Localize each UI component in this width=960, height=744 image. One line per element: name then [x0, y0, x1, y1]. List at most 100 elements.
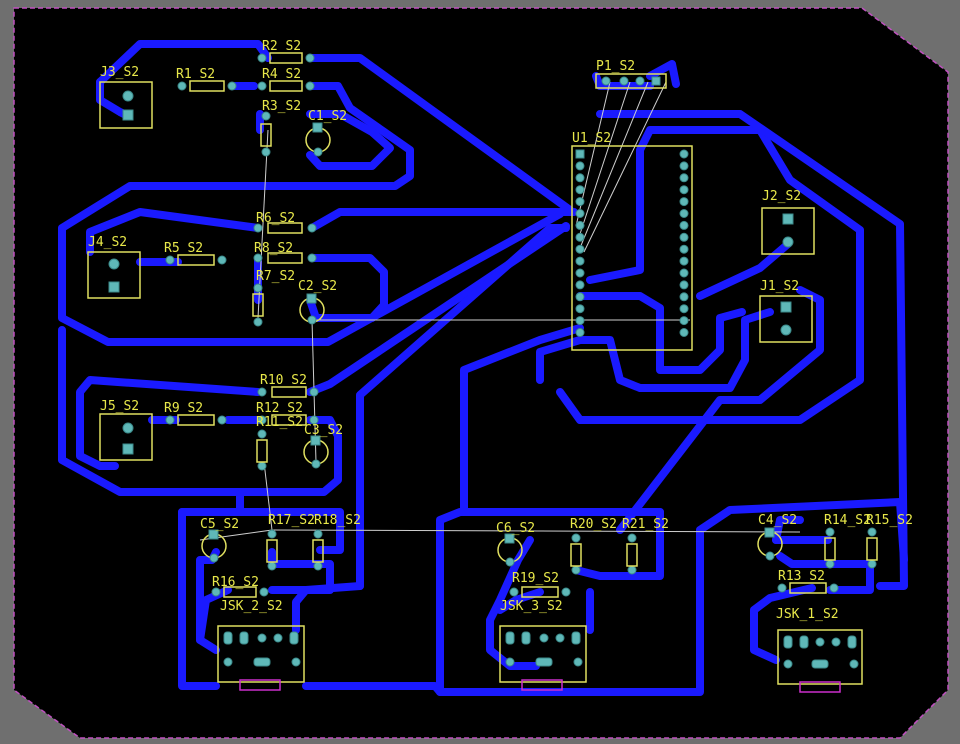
label-r8: R8_S2 [254, 241, 293, 256]
label-c2: C2_S2 [298, 279, 337, 294]
u1-pin [575, 328, 585, 337]
label-c1: C1_S2 [308, 109, 347, 124]
label-r15: R15_S2 [866, 513, 913, 528]
u1-pin [679, 173, 689, 183]
resistor-r10[interactable]: R10_S2 [257, 373, 319, 398]
label-j3: J3_S2 [100, 65, 139, 80]
u1-pin [679, 220, 689, 230]
label-c4: C4_S2 [758, 513, 797, 528]
label-c6: C6_S2 [496, 521, 535, 536]
label-r20: R20_S2 [570, 517, 617, 532]
label-r11: R11_S2 [256, 415, 303, 430]
resistor-r19[interactable]: R19_S2 [509, 571, 571, 598]
connector-jsk2[interactable]: JSK_2_S2 [217, 599, 305, 691]
resistor-r3[interactable]: R3_S2 [260, 99, 301, 157]
component-j2[interactable]: J2_S2 [761, 189, 815, 255]
u1-pin [575, 232, 585, 242]
label-r9: R9_S2 [164, 401, 203, 416]
resistor-r2[interactable]: R2_S2 [257, 39, 315, 64]
board-outline [13, 7, 949, 739]
resistor-r13[interactable]: R13_S2 [777, 569, 839, 594]
label-r18: R18_S2 [314, 513, 361, 528]
u1-pin [575, 256, 585, 266]
resistor-r15[interactable]: R15_S2 [866, 513, 913, 569]
label-r14: R14_S2 [824, 513, 871, 528]
resistor-r1[interactable]: R1_S2 [176, 67, 237, 92]
label-r12: R12_S2 [256, 401, 303, 416]
label-u1: U1_S2 [572, 131, 611, 146]
resistor-r5[interactable]: R5_S2 [164, 241, 227, 266]
component-p1[interactable]: P1_S2 [595, 59, 667, 89]
label-r6: R6_S2 [256, 211, 295, 226]
label-r21: R21_S2 [622, 517, 669, 532]
connector-jsk3[interactable]: JSK_3_S2 [499, 599, 587, 691]
u1-pin [679, 328, 689, 337]
resistor-r20[interactable]: R20_S2 [570, 517, 617, 575]
resistor-r4[interactable]: R4_S2 [257, 67, 315, 92]
resistor-r18[interactable]: R18_S2 [312, 513, 361, 571]
capacitor-c3[interactable]: C3_S2 [303, 423, 343, 469]
capacitor-c6[interactable]: C6_S2 [496, 521, 535, 567]
label-p1: P1_S2 [596, 59, 635, 74]
u1-pin [575, 209, 585, 218]
component-j1[interactable]: J1_S2 [759, 279, 813, 343]
label-r1: R1_S2 [176, 67, 215, 82]
connector-jsk1[interactable]: JSK_1_S2 [776, 607, 863, 693]
label-r13: R13_S2 [778, 569, 825, 584]
label-r4: R4_S2 [262, 67, 301, 82]
component-j4[interactable]: J4_S2 [87, 235, 141, 299]
resistor-r7[interactable]: R7_S2 [252, 269, 295, 327]
capacitor-c2[interactable]: C2_S2 [298, 279, 337, 325]
u1-pin [679, 149, 689, 159]
resistor-r11[interactable]: R11_S2 [256, 415, 303, 471]
label-j2: J2_S2 [762, 189, 801, 204]
u1-pin [679, 304, 689, 314]
u1-pin [679, 185, 689, 195]
label-c5: C5_S2 [200, 517, 239, 532]
resistor-r8[interactable]: R8_S2 [253, 241, 317, 264]
component-u1[interactable]: U1_S2 [571, 131, 693, 351]
capacitor-c1[interactable]: C1_S2 [305, 109, 347, 157]
label-jsk2: JSK_2_S2 [220, 599, 283, 614]
u1-pin [679, 280, 689, 290]
resistor-r14[interactable]: R14_S2 [824, 513, 871, 569]
resistor-r16[interactable]: R16_S2 [211, 575, 269, 598]
label-j1: J1_S2 [760, 279, 799, 294]
label-j4: J4_S2 [88, 235, 127, 250]
u1-pin [575, 268, 585, 278]
u1-pin [575, 220, 585, 230]
label-jsk3: JSK_3_S2 [500, 599, 563, 614]
label-r3: R3_S2 [262, 99, 301, 114]
resistor-r21[interactable]: R21_S2 [622, 517, 669, 575]
resistor-r9[interactable]: R9_S2 [164, 401, 227, 426]
u1-pin [575, 149, 585, 159]
label-r2: R2_S2 [262, 39, 301, 54]
label-r5: R5_S2 [164, 241, 203, 256]
u1-pin [679, 161, 689, 171]
u1-pin [575, 316, 585, 326]
u1-pin [575, 173, 585, 183]
label-r19: R19_S2 [512, 571, 559, 586]
u1-pin [679, 232, 689, 242]
label-j5: J5_S2 [100, 399, 139, 414]
component-j3[interactable]: J3_S2 [99, 65, 153, 129]
u1-pin [679, 209, 689, 218]
u1-pin [575, 244, 585, 254]
resistor-r17[interactable]: R17_S2 [266, 513, 315, 571]
u1-pin [575, 304, 585, 314]
u1-pin [679, 244, 689, 254]
label-r10: R10_S2 [260, 373, 307, 388]
capacitor-c4[interactable]: C4_S2 [757, 513, 797, 561]
label-jsk1: JSK_1_S2 [776, 607, 839, 622]
label-r17: R17_S2 [268, 513, 315, 528]
capacitor-c5[interactable]: C5_S2 [200, 517, 239, 563]
u1-pin [575, 280, 585, 290]
u1-pin [575, 185, 585, 195]
copper-traces [58, 40, 908, 696]
u1-pin [575, 197, 585, 207]
component-j5[interactable]: J5_S2 [99, 399, 153, 461]
resistor-r12[interactable]: R12_S2 [256, 401, 319, 426]
u1-pin [679, 316, 689, 326]
resistor-r6[interactable]: R6_S2 [253, 211, 317, 234]
